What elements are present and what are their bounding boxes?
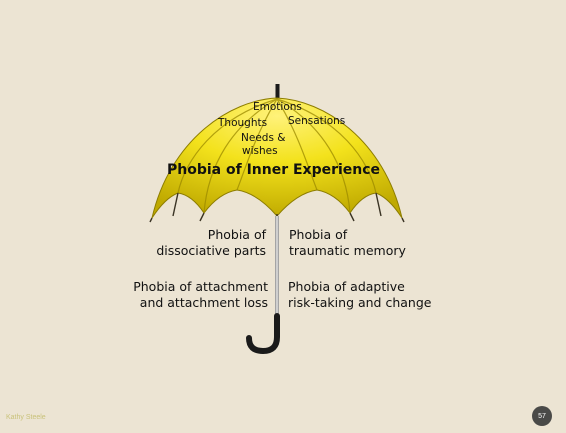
label-emotions: Emotions [253,101,302,114]
umbrella-tip [276,84,280,99]
label-attachment-line1: Phobia of attachment [133,279,268,295]
umbrella-handle [249,316,277,351]
label-attachment-line2: and attachment loss [140,295,268,311]
label-needs-line1: Needs & [241,132,285,145]
footer-author: Kathy Steele [6,414,46,421]
umbrella-canopy [152,98,402,218]
label-dissociative-line1: Phobia of [208,227,266,243]
label-dissociative-line2: dissociative parts [156,243,266,259]
label-adaptive-line2: risk-taking and change [288,295,431,311]
page-number-badge: 57 [532,406,552,426]
label-needs-line2: wishes [242,145,278,158]
label-traumatic-line2: traumatic memory [289,243,406,259]
label-adaptive-line1: Phobia of adaptive [288,279,405,295]
label-traumatic-line1: Phobia of [289,227,347,243]
label-inner-experience: Phobia of Inner Experience [167,162,380,178]
umbrella-shaft [275,216,279,318]
label-sensations: Sensations [288,115,345,128]
label-thoughts: Thoughts [218,117,267,130]
